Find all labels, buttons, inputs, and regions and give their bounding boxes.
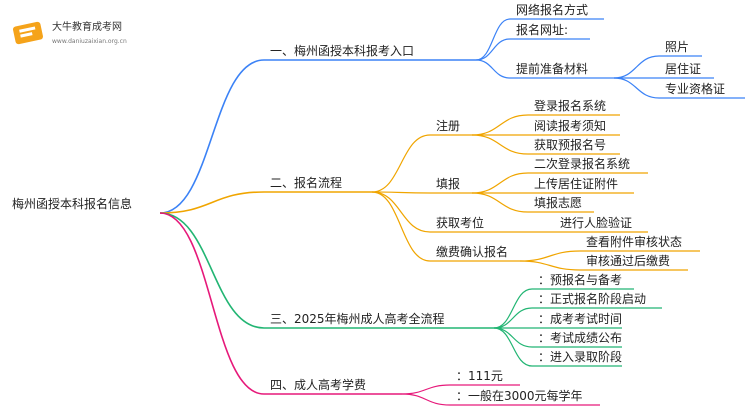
branch-3-child-3[interactable]: ：成考考试时间 bbox=[538, 311, 622, 326]
branch-1-child-3-child-1[interactable]: 照片 bbox=[665, 40, 689, 54]
book-logo-line bbox=[20, 32, 33, 38]
branch-3-child-1[interactable]: ：预报名与备考 bbox=[538, 272, 622, 287]
root-node[interactable]: 梅州函授本科报名信息 bbox=[12, 196, 132, 211]
branch-2-child-3[interactable]: 获取考位 bbox=[436, 215, 484, 230]
branch-2-child-2[interactable]: 填报 bbox=[436, 176, 460, 191]
branch-1-child-3-child-2[interactable]: 居住证 bbox=[665, 62, 701, 76]
branch-4-child-2[interactable]: ：一般在3000元每学年 bbox=[456, 388, 583, 403]
branch-2-child-2-child-2[interactable]: 上传居住证附件 bbox=[534, 176, 618, 191]
branch-2-child-1-child-3-connector bbox=[471, 134, 529, 155]
branch-2-child-2-child-3-connector bbox=[471, 192, 529, 213]
branch-2-child-1[interactable]: 注册 bbox=[436, 118, 460, 133]
branch-2-child-2-child-3[interactable]: 填报志愿 bbox=[534, 195, 582, 210]
watermark-name: 大牛教育成考网 bbox=[52, 20, 122, 33]
branch-3-child-4-connector bbox=[493, 327, 533, 348]
branch-2-child-1-child-2[interactable]: 阅读报考须知 bbox=[534, 118, 606, 133]
branch-1-connector bbox=[159, 59, 265, 214]
branch-2-child-1-child-3[interactable]: 获取预报名号 bbox=[534, 137, 606, 152]
branch-2-child-4-child-1-connector bbox=[519, 250, 581, 262]
branch-2-child-1-connector bbox=[371, 134, 431, 193]
branch-3-child-2-connector bbox=[493, 307, 533, 329]
branch-2-child-3-child-1[interactable]: 进行人脸验证 bbox=[560, 215, 632, 230]
branch-1-child-2-connector bbox=[475, 38, 511, 61]
branch-3[interactable]: 三、2025年梅州成人高考全流程 bbox=[270, 311, 445, 326]
branch-2-child-4-child-2[interactable]: 审核通过后缴费 bbox=[586, 253, 670, 268]
branch-2-child-4-child-1[interactable]: 查看附件审核状态 bbox=[586, 234, 682, 249]
branch-1-child-2[interactable]: 报名网址: bbox=[516, 22, 568, 37]
branch-1-child-3[interactable]: 提前准备材料 bbox=[516, 61, 588, 76]
branch-3-child-5-connector bbox=[493, 327, 533, 367]
branch-3-child-2[interactable]: ：正式报名阶段启动 bbox=[538, 291, 646, 306]
branch-1-child-3-child-1-connector bbox=[613, 55, 660, 79]
mind-map-edges bbox=[159, 18, 745, 406]
branch-2-child-4-connector bbox=[371, 191, 431, 262]
branch-1-child-3-child-3-connector bbox=[613, 77, 660, 99]
branch-1-child-1-connector bbox=[475, 18, 511, 61]
branch-4-child-1[interactable]: ：111元 bbox=[456, 369, 503, 383]
branch-2-child-1-child-1[interactable]: 登录报名系统 bbox=[534, 98, 606, 113]
branch-4-child-2-connector bbox=[401, 393, 451, 406]
branch-3-child-1-connector bbox=[493, 288, 533, 329]
watermark: 大牛教育成考网 www.daniuzaixian.org.cn bbox=[12, 20, 127, 45]
branch-3-child-5[interactable]: ：进入录取阶段 bbox=[538, 349, 622, 364]
branch-2-child-2-child-1-connector bbox=[471, 172, 529, 194]
watermark-url: www.daniuzaixian.org.cn bbox=[52, 38, 127, 45]
branch-1[interactable]: 一、梅州函授本科报考入口 bbox=[270, 43, 414, 58]
branch-2-connector bbox=[159, 191, 265, 214]
branch-2-child-2-connector bbox=[371, 191, 431, 194]
branch-2-child-4-child-2-connector bbox=[519, 260, 581, 271]
book-logo-line bbox=[19, 26, 36, 33]
branch-4-child-1-connector bbox=[401, 384, 451, 395]
branch-2-child-1-child-1-connector bbox=[471, 114, 529, 136]
branch-1-child-3-child-3[interactable]: 专业资格证 bbox=[665, 81, 725, 96]
branch-4[interactable]: 四、成人高考学费 bbox=[270, 377, 366, 392]
branch-1-child-1[interactable]: 网络报名方式 bbox=[516, 2, 588, 17]
branch-2-child-2-child-1[interactable]: 二次登录报名系统 bbox=[534, 156, 630, 171]
branch-3-child-4[interactable]: ：考试成绩公布 bbox=[538, 330, 622, 345]
book-logo-icon bbox=[12, 21, 44, 45]
branch-4-connector bbox=[159, 212, 265, 395]
branch-2[interactable]: 二、报名流程 bbox=[270, 175, 342, 190]
branch-2-child-3-connector bbox=[371, 191, 431, 233]
branch-2-child-4[interactable]: 缴费确认报名 bbox=[436, 244, 508, 259]
branch-3-connector bbox=[159, 212, 265, 329]
branch-1-child-3-connector bbox=[475, 59, 511, 79]
